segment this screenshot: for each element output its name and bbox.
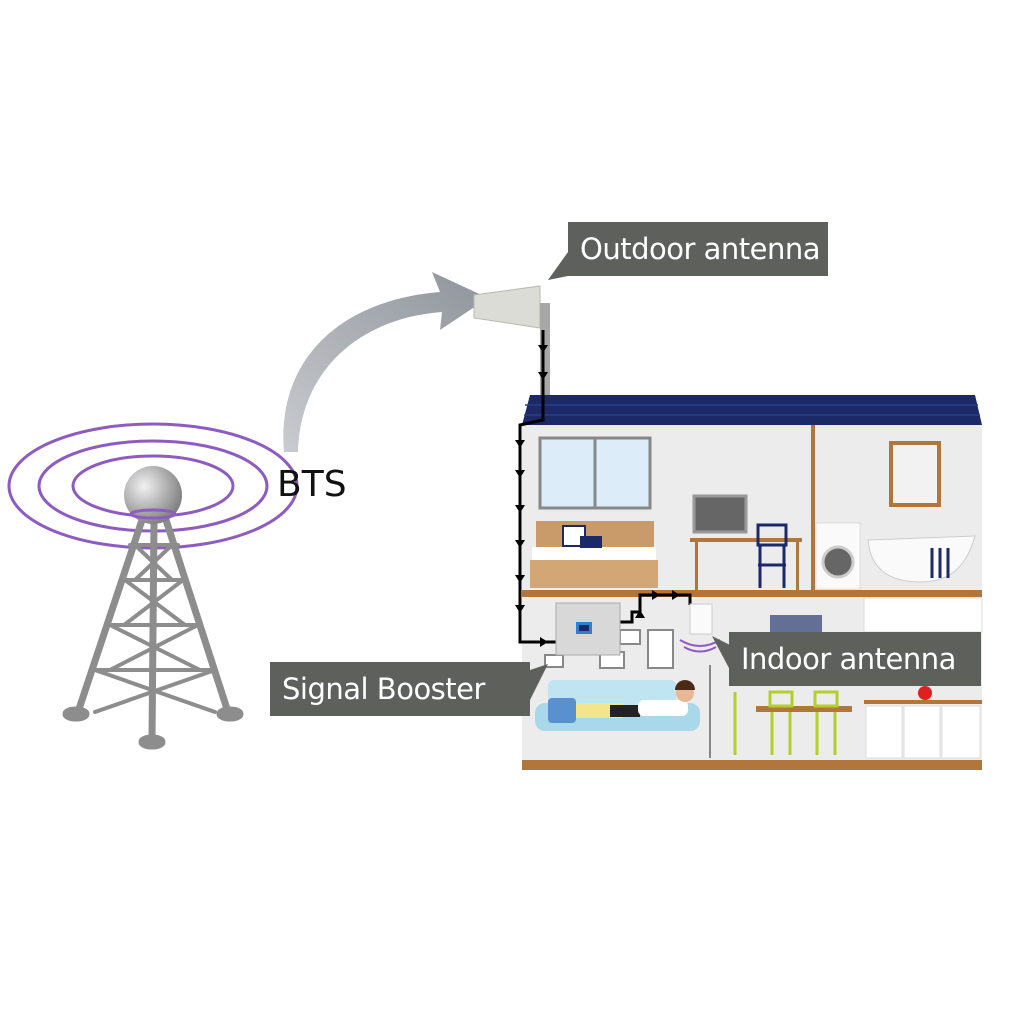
outdoor-antenna-label: Outdoor antenna bbox=[568, 222, 828, 276]
signal-booster-device-icon bbox=[555, 602, 621, 656]
indoor-antenna-label: Indoor antenna bbox=[729, 632, 981, 686]
bts-label: BTS bbox=[277, 464, 347, 505]
outdoor-antenna-icon bbox=[473, 285, 550, 407]
cell-tower-icon bbox=[62, 516, 244, 750]
house-illustration bbox=[522, 395, 983, 770]
signal-arrow-icon bbox=[283, 272, 488, 452]
cable-arrow-icons bbox=[515, 345, 680, 647]
signal-booster-label: Signal Booster bbox=[270, 662, 530, 716]
